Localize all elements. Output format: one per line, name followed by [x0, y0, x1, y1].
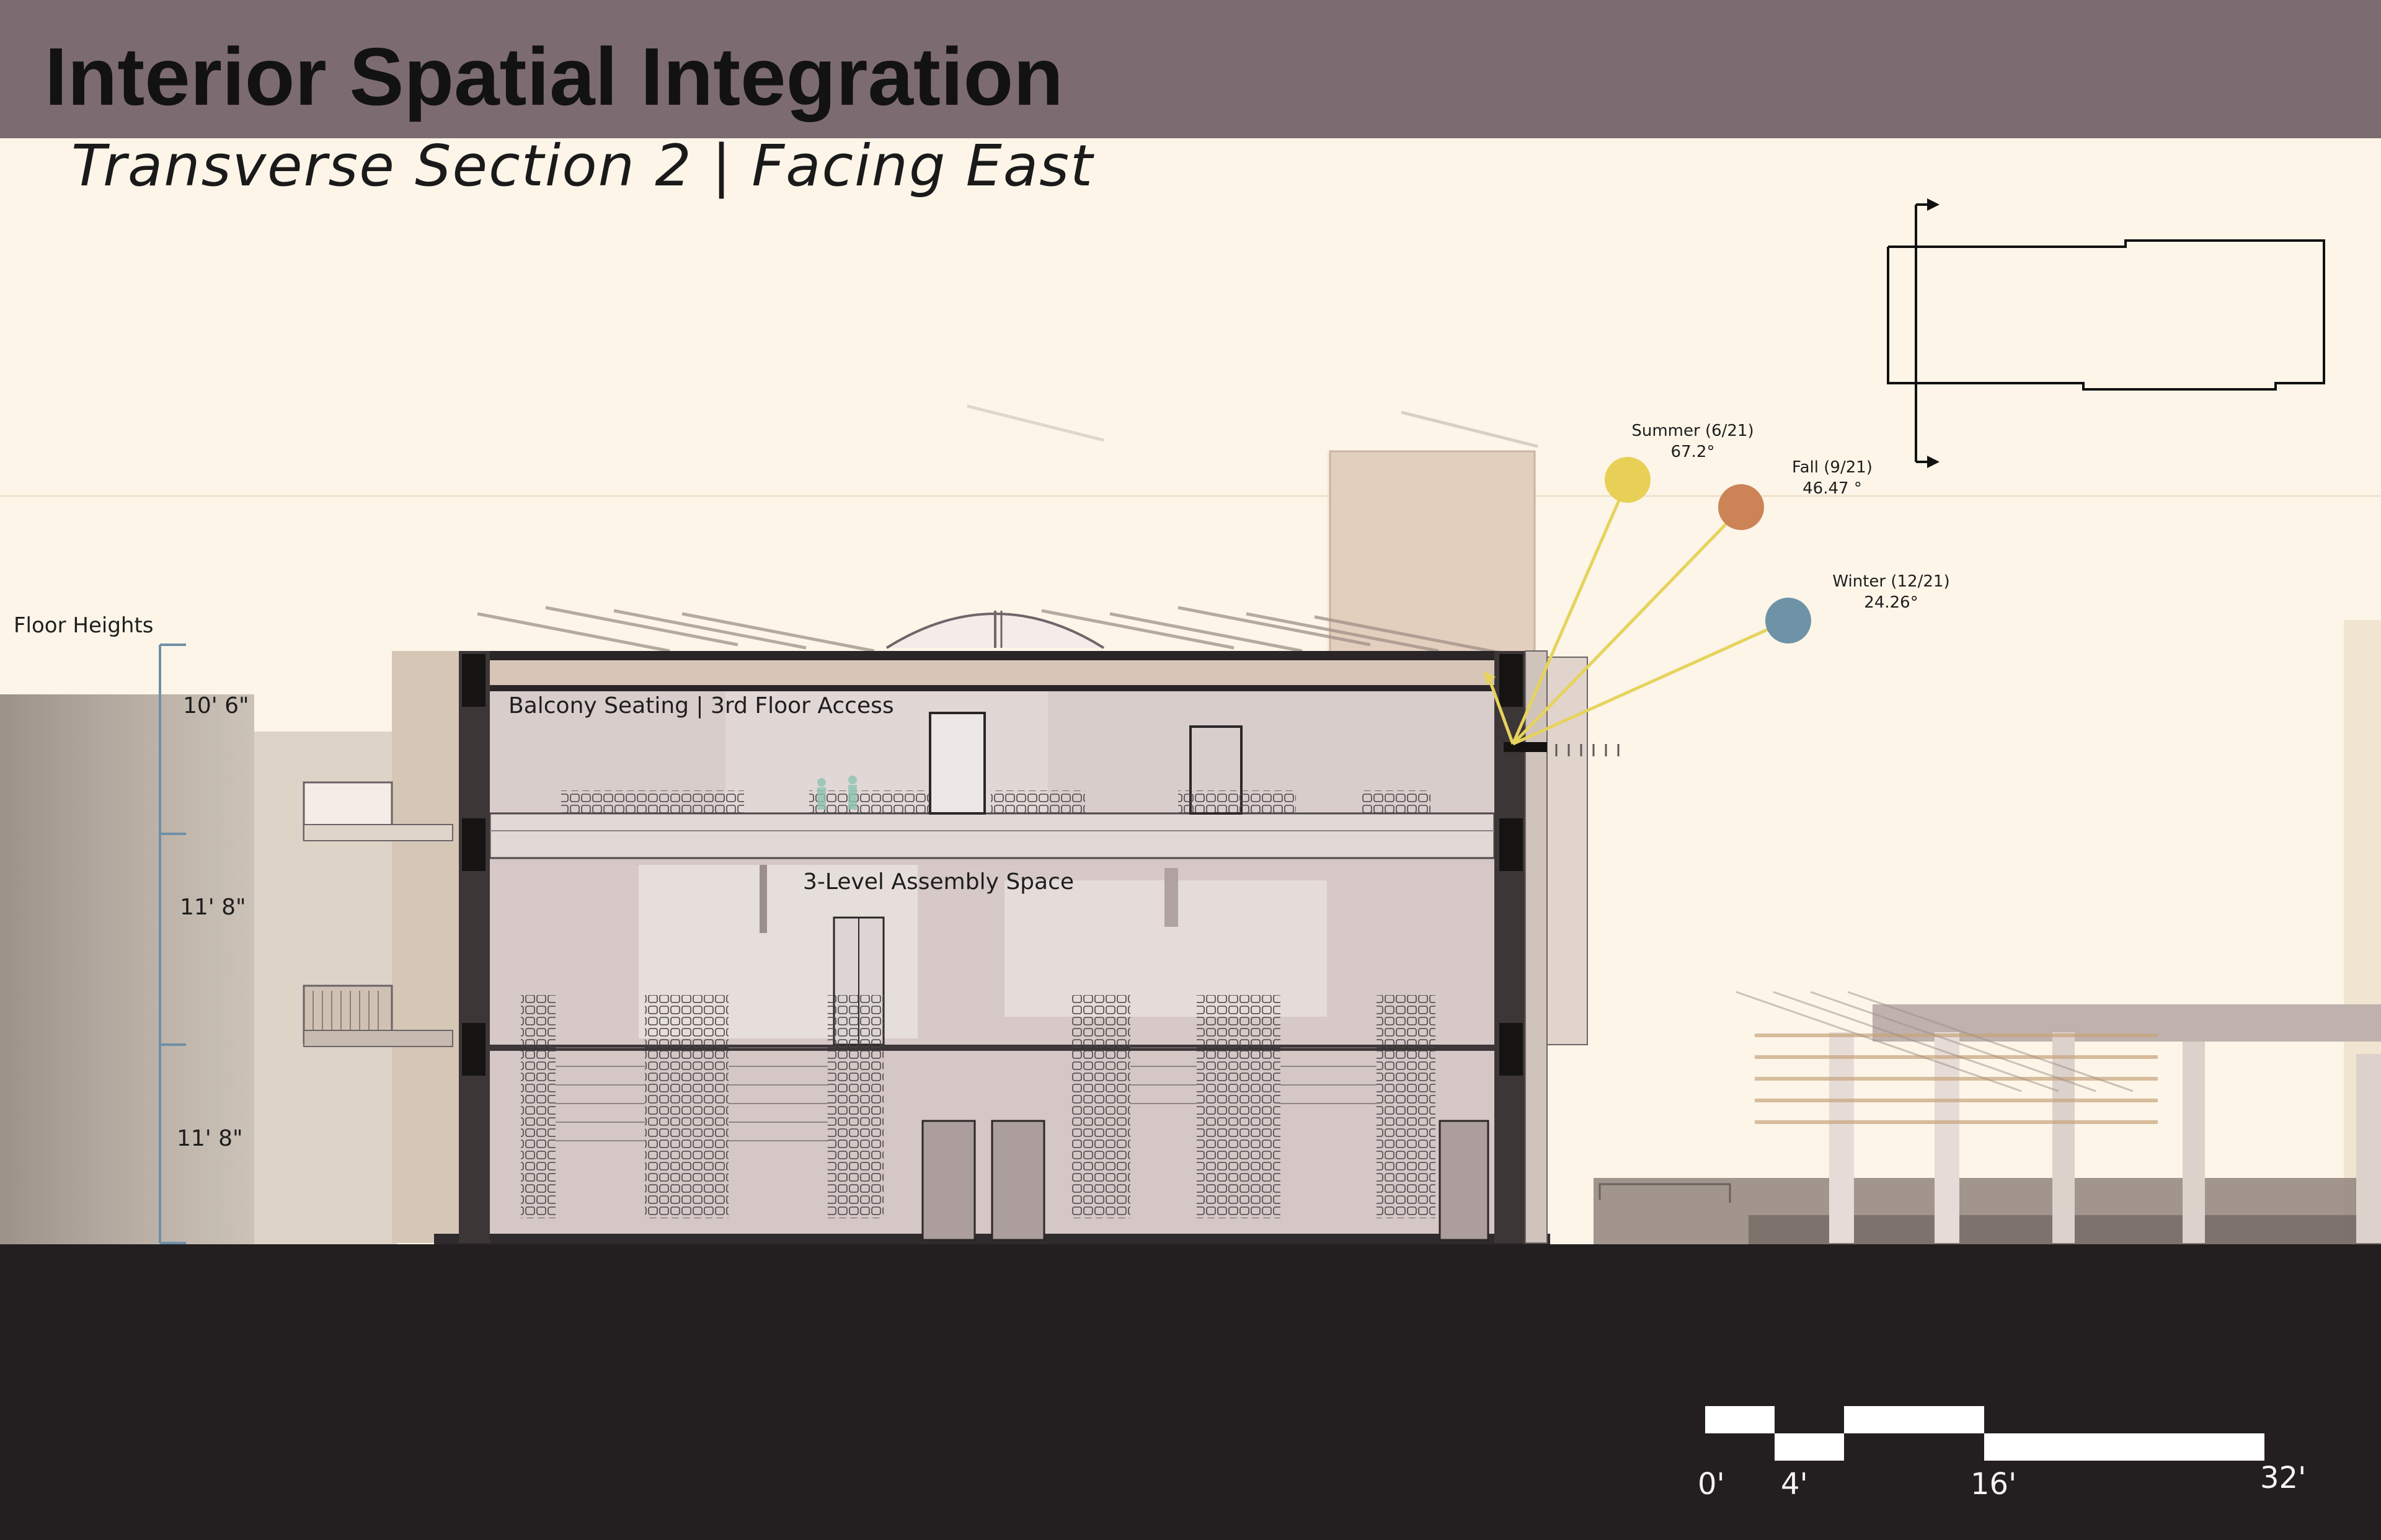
sun-summer-marker: [1605, 457, 1651, 503]
sun-winter-label: Winter (12/21): [1832, 572, 1949, 591]
sun-summer-angle: 67.2°: [1671, 443, 1715, 461]
label-assembly-space: 3-Level Assembly Space: [803, 869, 1074, 895]
key-plan: [1887, 198, 2325, 468]
assembly-seating: [521, 995, 1435, 1218]
floor-heights-label: Floor Heights: [14, 613, 154, 638]
ground: [0, 1244, 2381, 1540]
sun-fall-angle: 46.47 °: [1802, 479, 1862, 498]
roof-tower: [1329, 450, 1536, 657]
scale-label-4: 4': [1781, 1467, 1808, 1502]
floor-heights-dimension: Floor Heights 10' 6" 11' 8" 11' 8": [14, 613, 249, 1244]
people-figures: [817, 776, 857, 810]
scale-label-16: 16': [1971, 1467, 2016, 1502]
sun-fall-marker: [1718, 484, 1764, 530]
scale-label-0: 0': [1698, 1467, 1725, 1502]
floor-height-level-3: 10' 6": [183, 693, 249, 719]
skylight-dome: [885, 611, 1105, 649]
sun-winter-marker: [1765, 598, 1811, 644]
page-subtitle: Transverse Section 2 | Facing East: [71, 133, 1094, 199]
floor-height-level-1: 11' 8": [177, 1126, 243, 1151]
scale-label-32: 32': [2260, 1461, 2306, 1495]
balcony-seats: [561, 776, 1430, 813]
sun-fall-label: Fall (9/21): [1792, 458, 1873, 477]
pergola-right: [1594, 991, 2381, 1244]
neighbor-building-left: [0, 694, 254, 1244]
scale-bar: 0' 4' 16' 32': [1698, 1406, 2306, 1502]
roof-louvers: [477, 404, 1538, 656]
exterior-wall-left: [303, 651, 460, 1243]
sun-rays: [1483, 480, 1790, 746]
sun-summer-label: Summer (6/21): [1631, 422, 1754, 440]
floor-height-level-2: 11' 8": [180, 895, 246, 920]
building-section: [434, 650, 1620, 1244]
sun-winter-angle: 24.26°: [1864, 593, 1918, 612]
label-balcony-seating: Balcony Seating | 3rd Floor Access: [508, 693, 894, 719]
page-title: Interior Spatial Integration: [45, 31, 1063, 122]
header-bar: [0, 0, 2381, 138]
